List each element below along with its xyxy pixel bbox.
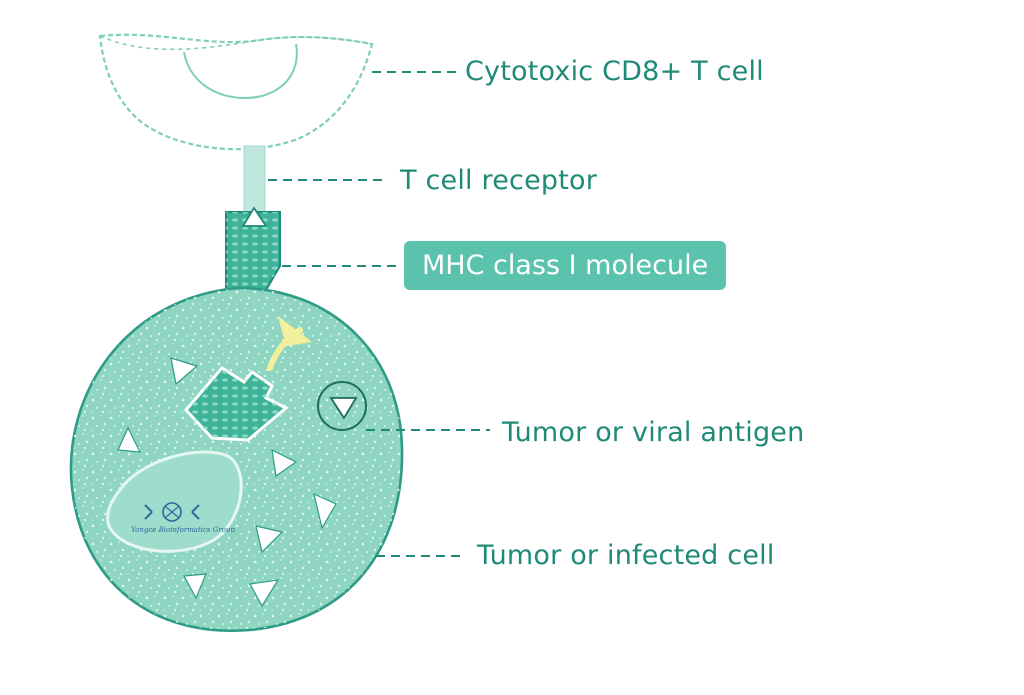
antigen-triangles xyxy=(117,357,337,608)
leader-lines xyxy=(268,71,490,557)
tcr-stalk xyxy=(243,145,266,215)
label-antigen: Tumor or viral antigen xyxy=(502,417,805,448)
t-cell xyxy=(98,33,374,151)
tumor-cell xyxy=(69,286,404,633)
label-mhc-class-i: MHC class I molecule xyxy=(404,241,727,290)
label-tumor-cell: Tumor or infected cell xyxy=(477,540,775,571)
label-t-cell-receptor: T cell receptor xyxy=(400,165,598,196)
watermark-text: Yangce Bioinformatics Group xyxy=(131,526,235,534)
watermark-logo xyxy=(144,502,200,522)
label-t-cell: Cytotoxic CD8+ T cell xyxy=(465,56,764,87)
highlighted-antigen xyxy=(317,381,367,431)
transport-arrow xyxy=(267,316,312,371)
nucleus xyxy=(106,450,243,553)
internal-mhc-molecule xyxy=(183,366,289,442)
mhc-molecule xyxy=(225,206,281,291)
